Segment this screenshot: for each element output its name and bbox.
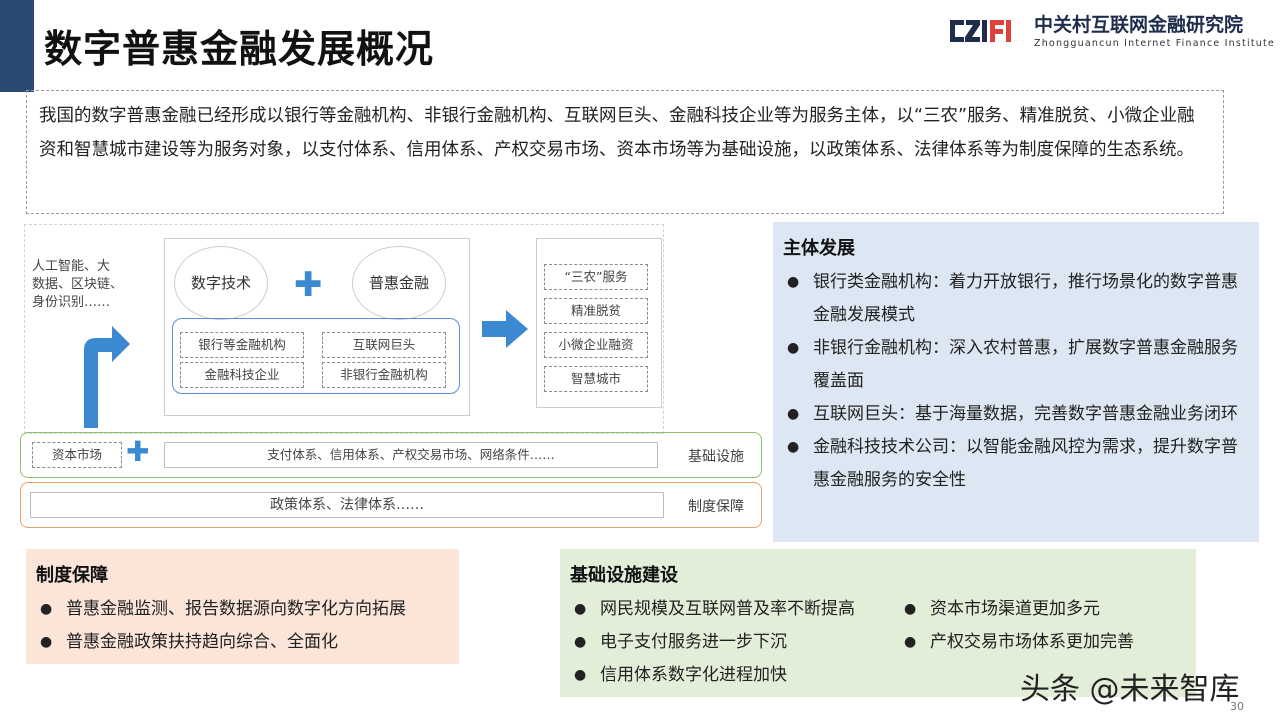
targets-box: [536, 238, 662, 408]
target-chip: 小微企业融资: [544, 332, 648, 358]
list-item: 资本市场渠道更加多元: [900, 593, 1134, 626]
infrastructure-panel: 基础设施建设 网民规模及互联网普及率不断提高 电子支付服务进一步下沉 信用体系数…: [560, 549, 1196, 697]
diagram-frame: [24, 224, 664, 434]
infra-items-chip: 支付体系、信用体系、产权交易市场、网络条件……: [164, 442, 658, 468]
fintech-arrow-icon: [84, 326, 130, 428]
list-item: 产权交易市场体系更加完善: [900, 626, 1134, 659]
policy-band: [20, 482, 762, 528]
arrow-right-icon: [482, 310, 528, 348]
page-number: 30: [1230, 700, 1244, 713]
list-item: 非银行金融机构：深入农村普惠，扩展数字普惠金融服务覆盖面: [783, 332, 1247, 398]
tech-note-line: 数据、区块链、: [32, 277, 124, 292]
page-title: 数字普惠金融发展概况: [44, 27, 435, 71]
panel-title: 主体发展: [783, 238, 855, 259]
target-chip: 智慧城市: [544, 366, 648, 392]
policy-items-chip: 政策体系、法律体系……: [30, 492, 664, 518]
circle-inclusive-finance: 普惠金融: [352, 246, 446, 320]
plus-icon: ✚: [126, 435, 150, 468]
provider-chip: 银行等金融机构: [180, 332, 304, 358]
intro-paragraph: 我国的数字普惠金融已经形成以银行等金融机构、非银行金融机构、互联网巨头、金融科技…: [26, 90, 1224, 214]
institution-panel: 制度保障 普惠金融监测、报告数据源向数字化方向拓展 普惠金融政策扶持趋向综合、全…: [26, 549, 459, 664]
list-item: 电子支付服务进一步下沉: [570, 626, 900, 659]
ecosystem-diagram: 人工智能、大 数据、区块链、 身份识别…… 科技金融 数字技术 ✚ 普惠金融 银…: [20, 224, 766, 530]
infra-capital-chip: 资本市场: [32, 442, 122, 468]
plus-icon: ✚: [294, 265, 323, 305]
source-credit: 头条 @未来智库: [1020, 672, 1240, 707]
list-item: 网民规模及互联网普及率不断提高: [570, 593, 900, 626]
infrastructure-list-right: 资本市场渠道更加多元 产权交易市场体系更加完善: [900, 593, 1134, 692]
logo-english-name: Zhongguancun Internet Finance Institute: [1034, 38, 1275, 49]
providers-group: [172, 318, 460, 394]
provider-chip: 金融科技企业: [180, 362, 304, 388]
institute-logo: 中关村互联网金融研究院 Zhongguancun Internet Financ…: [948, 8, 1274, 58]
logo-chinese-name: 中关村互联网金融研究院: [1034, 14, 1244, 36]
center-box: [164, 238, 470, 416]
policy-label: 制度保障: [688, 499, 744, 515]
list-item: 银行类金融机构：着力开放银行，推行场景化的数字普惠金融发展模式: [783, 266, 1247, 332]
provider-chip: 互联网巨头: [322, 332, 446, 358]
target-chip: 精准脱贫: [544, 298, 648, 324]
tech-note-line: 人工智能、大: [32, 259, 111, 274]
panel-title: 基础设施建设: [570, 565, 678, 586]
provider-chip: 非银行金融机构: [322, 362, 446, 388]
list-item: 互联网巨头：基于海量数据，完善数字普惠金融业务闭环: [783, 398, 1247, 431]
tech-note: 人工智能、大 数据、区块链、 身份识别……: [32, 258, 123, 312]
target-chip: “三农”服务: [544, 264, 648, 290]
circle-digital-tech: 数字技术: [174, 246, 268, 320]
institution-list: 普惠金融监测、报告数据源向数字化方向拓展 普惠金融政策扶持趋向综合、全面化: [36, 593, 447, 659]
entity-list: 银行类金融机构：着力开放银行，推行场景化的数字普惠金融发展模式 非银行金融机构：…: [783, 266, 1247, 497]
entity-development-panel: 主体发展 银行类金融机构：着力开放银行，推行场景化的数字普惠金融发展模式 非银行…: [773, 222, 1259, 542]
tech-note-line: 身份识别……: [32, 295, 111, 310]
title-accent-bar: [0, 0, 34, 92]
panel-title: 制度保障: [36, 565, 108, 586]
infrastructure-band: [20, 432, 762, 478]
list-item: 信用体系数字化进程加快: [570, 659, 900, 692]
list-item: 普惠金融政策扶持趋向综合、全面化: [36, 626, 447, 659]
czifi-logo-icon: [950, 20, 1011, 42]
list-item: 金融科技技术公司：以智能金融风控为需求，提升数字普惠金融服务的安全性: [783, 431, 1247, 497]
list-item: 普惠金融监测、报告数据源向数字化方向拓展: [36, 593, 447, 626]
infra-label: 基础设施: [688, 449, 744, 465]
infrastructure-list-left: 网民规模及互联网普及率不断提高 电子支付服务进一步下沉 信用体系数字化进程加快: [570, 593, 900, 692]
